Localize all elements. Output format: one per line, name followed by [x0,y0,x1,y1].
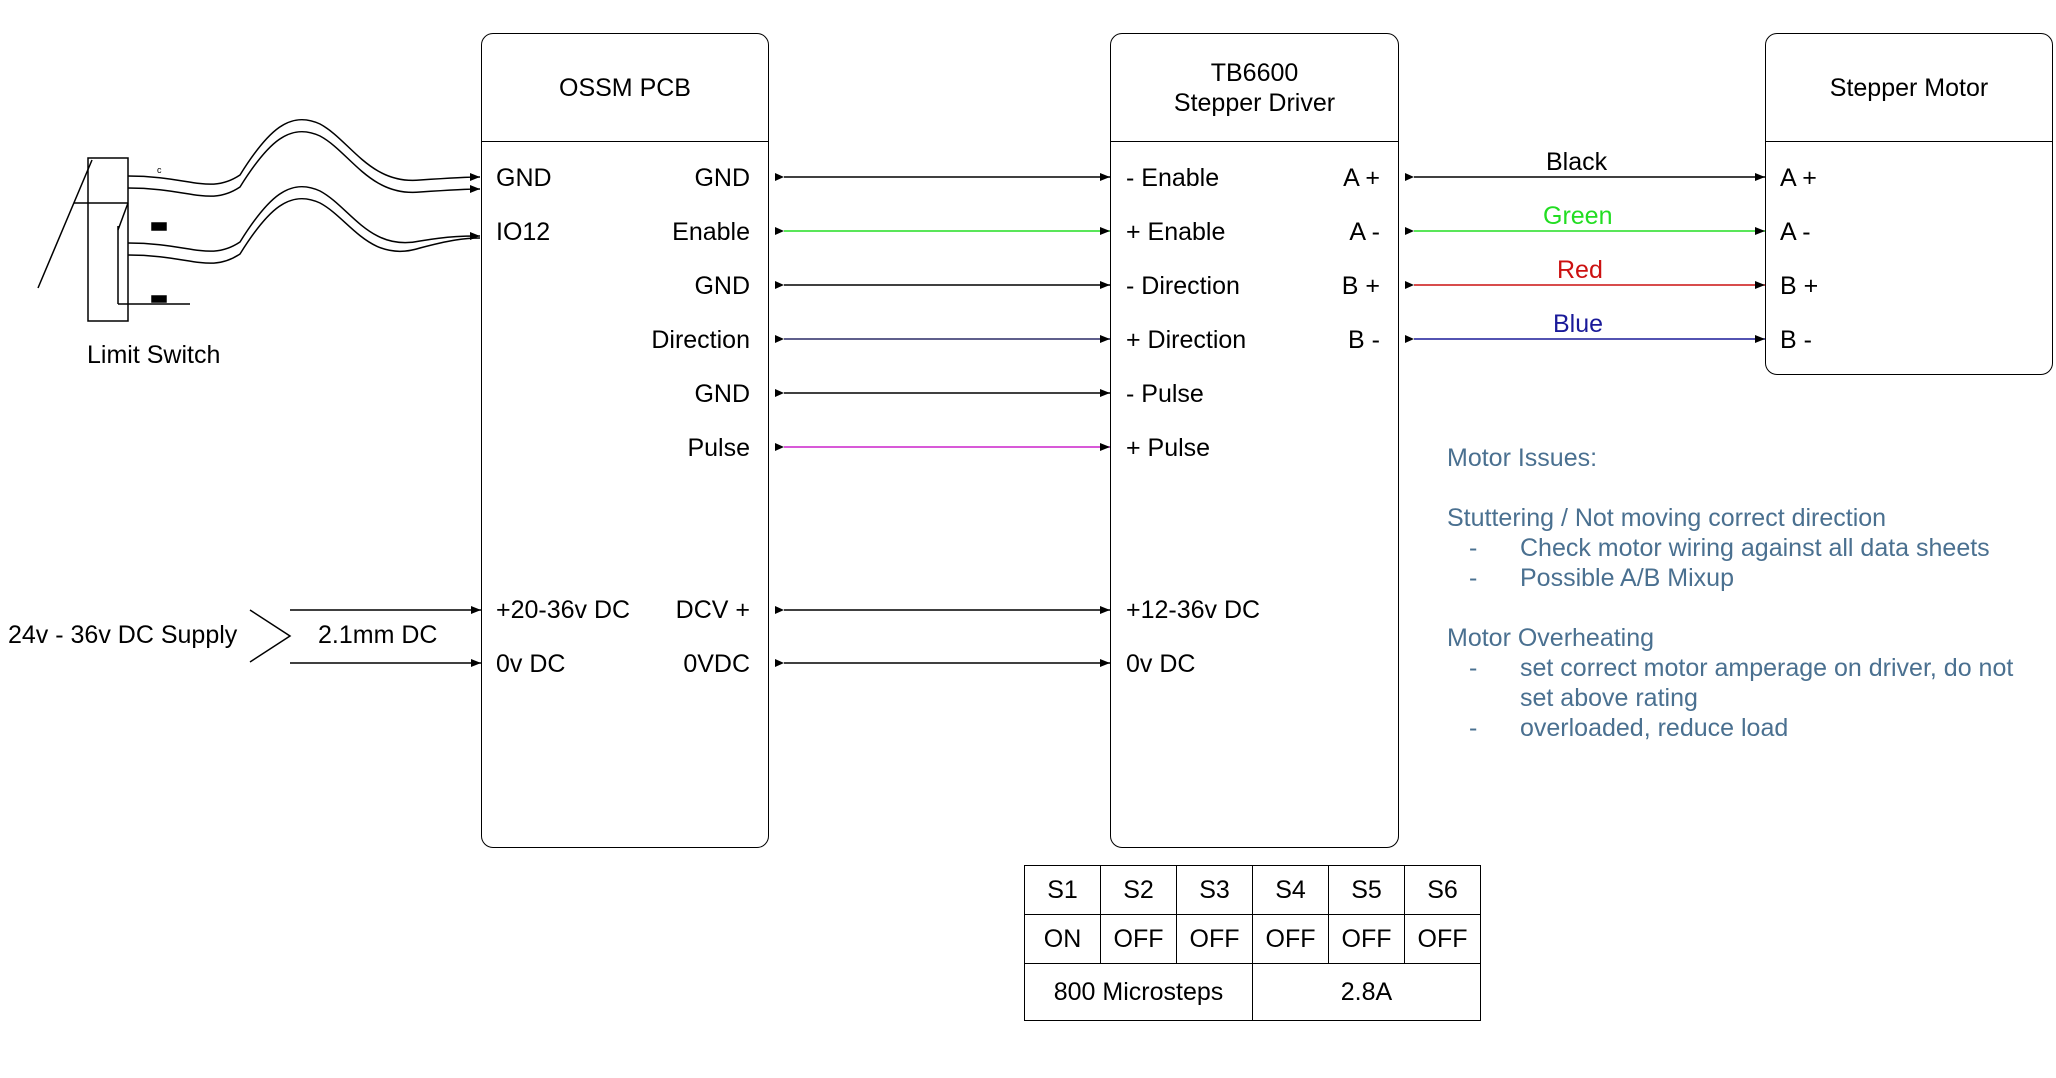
limit-switch-contact-label: c [157,165,162,175]
tb6600-pin-a-plus: A + [1343,164,1380,192]
ossm-pin-gnd-1: GND [694,164,750,192]
stepper-motor-box: Stepper Motor A + A - B + B - [1765,33,2053,375]
wire-gnd-enable-tick [775,173,784,181]
dip-state-cell: OFF [1176,914,1253,964]
limit-switch-symbol [37,157,190,322]
wire-enable-tick [775,227,784,235]
bullet-dash: - [1469,714,1478,742]
wire-label-black: Black [1546,148,1608,176]
dip-state-cell: ON [1024,914,1101,964]
ossm-pin-gnd-in: GND [496,164,552,192]
dip-state-cell: OFF [1328,914,1405,964]
notes-heading-overheating: Motor Overheating [1447,624,1655,652]
tb6600-pin-0v-in: 0v DC [1126,650,1196,678]
dip-state-row: ON OFF OFF OFF OFF OFF [1024,914,1481,964]
ossm-pcb-title: OSSM PCB [559,73,691,102]
motor-pin-a-plus: A + [1780,164,1817,192]
tb6600-title-model: TB6600 [1210,58,1299,87]
dip-header-cell: S2 [1100,865,1177,915]
wire-motor-green-tick [1405,227,1414,235]
bullet-dash: - [1469,564,1478,592]
dip-header-cell: S1 [1024,865,1101,915]
wire-power-0v-tick [775,659,784,667]
notes-heading-stuttering: Stuttering / Not moving correct directio… [1447,504,1887,532]
wire-label-red: Red [1557,256,1603,284]
limit-switch-cables [127,118,481,264]
dip-header-cell: S5 [1328,865,1405,915]
motor-pin-b-plus: B + [1780,272,1819,300]
tb6600-pin-pos-pulse: + Pulse [1126,434,1211,462]
bullet-dash: - [1469,534,1478,562]
supply-feed [249,606,481,667]
wire-power-dcv-tick [775,606,784,614]
tb6600-pin-a-minus: A - [1349,218,1380,246]
ossm-pin-0v-in: 0v DC [496,650,566,678]
power-supply-label: 24v - 36v DC Supply [8,621,238,649]
dip-header-cell: S6 [1404,865,1481,915]
tb6600-driver-box: TB6600 Stepper Driver - Enable + Enable … [1110,33,1399,848]
dip-microsteps-cell: 800 Microsteps [1024,963,1253,1021]
ossm-pcb-box: OSSM PCB GND IO12 +20-36v DC 0v DC GND E… [481,33,769,848]
wire-motor-blue-tick [1405,335,1414,343]
notes-item: - Possible A/B Mixup [1447,563,2047,593]
notes-item-text: set correct motor amperage on driver, do… [1520,654,2014,712]
dip-state-cell: OFF [1404,914,1481,964]
bullet-dash: - [1469,654,1478,682]
wire-label-blue: Blue [1553,310,1604,338]
tb6600-pin-b-minus: B - [1348,326,1380,354]
stepper-motor-header: Stepper Motor [1766,34,2052,142]
notes-item: - set correct motor amperage on driver, d… [1447,653,2040,713]
notes-item: - Check motor wiring against all data she… [1447,533,2047,563]
wire-label-green: Green [1543,202,1613,230]
ossm-pin-0vdc-out: 0VDC [683,650,750,678]
tb6600-pin-pos-direction: + Direction [1126,326,1247,354]
dc-jack-label: 2.1mm DC [318,621,438,649]
dip-header-cell: S3 [1176,865,1253,915]
dip-current-cell: 2.8A [1252,963,1481,1021]
tb6600-pin-neg-enable: - Enable [1126,164,1220,192]
dip-state-cell: OFF [1252,914,1329,964]
tb6600-pin-neg-direction: - Direction [1126,272,1240,300]
stepper-motor-title: Stepper Motor [1829,73,1989,102]
notes-item: - overloaded, reduce load [1447,713,2047,743]
ossm-pin-direction: Direction [651,326,750,354]
ossm-to-driver-wires [775,173,1110,667]
motor-pin-b-minus: B - [1780,326,1812,354]
tb6600-title-desc: Stepper Driver [1173,88,1336,117]
dip-header-row: S1 S2 S3 S4 S5 S6 [1024,865,1481,915]
notes-title: Motor Issues: [1447,444,1598,472]
limit-switch-label: Limit Switch [87,341,221,369]
ossm-pin-io12: IO12 [496,218,551,246]
dip-setting-row: 800 Microsteps 2.8A [1024,963,1481,1021]
wire-direction-tick [775,335,784,343]
wire-gnd-pulse-tick [775,389,784,397]
tb6600-pin-neg-pulse: - Pulse [1126,380,1204,408]
ossm-pcb-header: OSSM PCB [482,34,768,142]
tb6600-pin-b-plus: B + [1341,272,1380,300]
tb6600-pin-pos-enable: + Enable [1126,218,1226,246]
notes-item-text: Check motor wiring against all data shee… [1520,534,1990,562]
ossm-pin-dcv-out: DCV + [675,596,750,624]
wire-motor-red-tick [1405,281,1414,289]
notes-item-text: Possible A/B Mixup [1520,564,1734,592]
ossm-pin-power-in: +20-36v DC [496,596,631,624]
ossm-pin-gnd-3: GND [694,380,750,408]
ossm-pin-enable: Enable [672,218,750,246]
notes-item-text: overloaded, reduce load [1520,714,1789,742]
motor-issues-notes: Motor Issues: Stuttering / Not moving co… [1447,443,2047,743]
ossm-pin-pulse: Pulse [687,434,750,462]
wire-pulse-tick [775,443,784,451]
tb6600-pin-power-in: +12-36v DC [1126,596,1261,624]
motor-pin-a-minus: A - [1780,218,1811,246]
wire-motor-black-tick [1405,173,1414,181]
ossm-pin-gnd-2: GND [694,272,750,300]
wire-gnd-direction-tick [775,281,784,289]
dip-switch-table: S1 S2 S3 S4 S5 S6 ON OFF OFF OFF OFF OFF… [1024,865,1481,1021]
dip-header-cell: S4 [1252,865,1329,915]
driver-to-motor-wires [1405,173,1765,343]
dip-state-cell: OFF [1100,914,1177,964]
tb6600-header: TB6600 Stepper Driver [1111,34,1398,142]
